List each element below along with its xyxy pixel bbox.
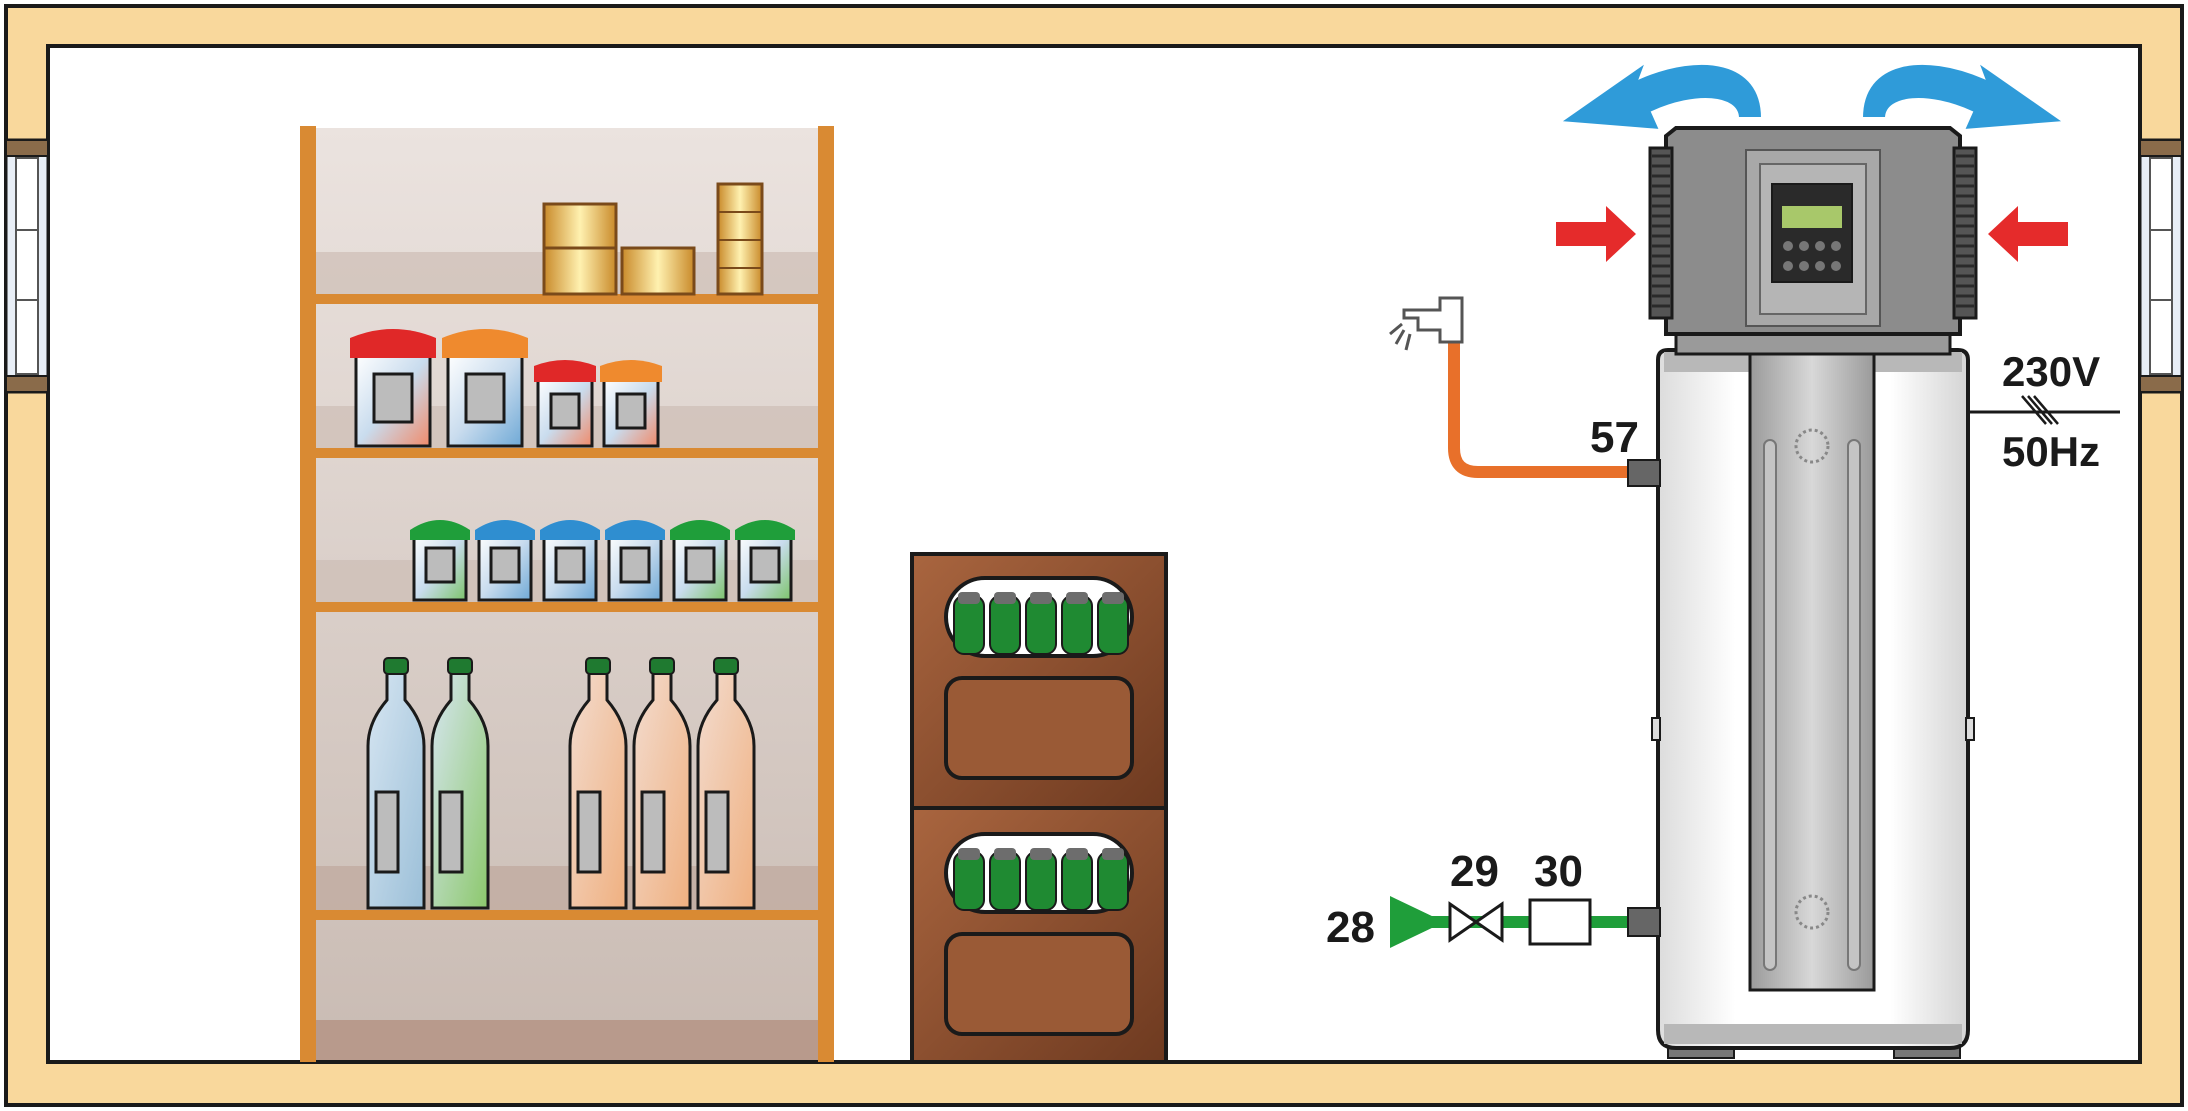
bottle <box>696 657 756 910</box>
inlet-funnel <box>1390 896 1436 948</box>
cold-water-line <box>1390 896 1661 948</box>
faucet-icon <box>1389 296 1464 351</box>
bottle <box>632 657 692 910</box>
air-exhaust-arrow-left <box>1557 59 1764 132</box>
label-pressure-unit: 30 <box>1534 847 1583 896</box>
air-intake-arrow-left <box>1556 206 1636 262</box>
bottle <box>430 657 490 910</box>
heat-pump-water-heater <box>1648 126 1978 1059</box>
valve-icon <box>1448 901 1504 943</box>
label-voltage: 230V <box>2002 348 2100 395</box>
label-hot-outlet: 57 <box>1590 413 1639 462</box>
small-jar <box>605 520 665 602</box>
window-right <box>2138 138 2184 394</box>
jars-large <box>350 329 662 448</box>
electric-supply <box>1968 395 2120 425</box>
three-phase-slash-icon <box>2021 395 2059 425</box>
window-left <box>4 138 50 394</box>
label-frequency: 50Hz <box>2002 428 2100 475</box>
boxes <box>542 182 764 296</box>
small-jar <box>670 520 730 602</box>
jars-small <box>410 520 795 602</box>
bottle <box>568 657 628 910</box>
air-intake-arrow-right <box>1988 206 2068 262</box>
bottle <box>366 657 426 910</box>
display-screen <box>1782 206 1842 228</box>
small-jar <box>540 520 600 602</box>
air-exhaust-arrow-right <box>1860 59 2067 132</box>
small-jar <box>475 520 535 602</box>
small-jar <box>410 520 470 602</box>
label-cold-inlet: 28 <box>1326 903 1375 952</box>
hot-water-line <box>1389 296 1661 487</box>
small-jar <box>735 520 795 602</box>
safety-group-box <box>1528 898 1592 946</box>
label-valve: 29 <box>1450 847 1499 896</box>
bottle-crates <box>910 552 1168 1064</box>
bottles <box>366 657 756 910</box>
